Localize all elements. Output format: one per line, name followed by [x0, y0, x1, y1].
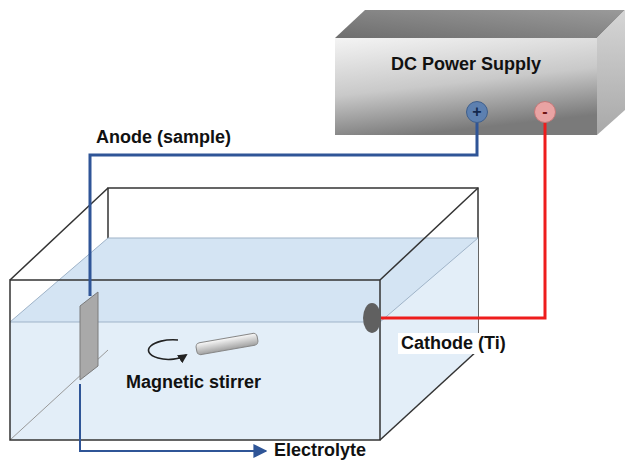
negative-terminal: - [534, 101, 556, 123]
power-supply-body [335, 10, 625, 135]
power-supply-box: DC Power Supply + - [335, 38, 597, 135]
stirrer-bar [149, 333, 259, 360]
stirrer-label: Magnetic stirrer [126, 372, 261, 393]
electrolyte-leader [80, 384, 266, 451]
cathode-wire [376, 122, 545, 318]
positive-terminal: + [466, 101, 488, 123]
node-text: + [467, 102, 487, 121]
electrolyte-label: Electrolyte [274, 440, 366, 461]
cathode-disc [363, 303, 381, 333]
anode-plate [80, 292, 98, 380]
anode-wire [90, 122, 477, 296]
cathode-label: Cathode (Ti) [398, 333, 509, 354]
anode-label: Anode (sample) [96, 127, 231, 148]
node-text: - [535, 102, 555, 121]
node-text: DC Power Supply [335, 54, 597, 75]
